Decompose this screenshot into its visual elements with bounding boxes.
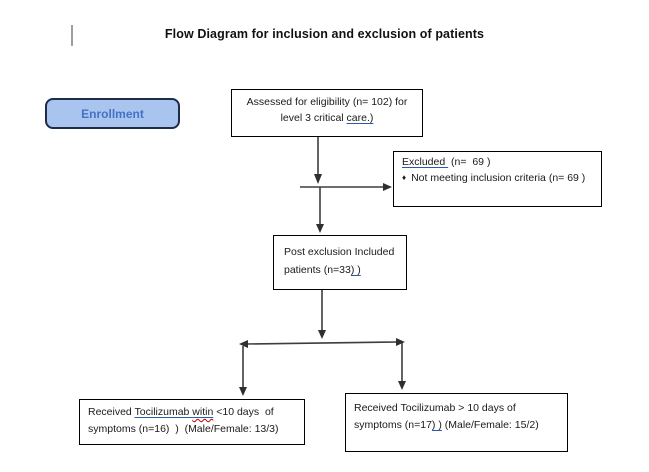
late-tocilizumab-box[interactable]: Received Tocilizumab > 10 days of sympto… bbox=[345, 393, 568, 452]
early-misspelled-word: witin bbox=[192, 406, 214, 418]
early-line2: symptoms (n=16) ) (Male/Female: 13/3) bbox=[88, 422, 279, 435]
early-line1-insertion: Tocilizumab witin bbox=[135, 406, 214, 418]
assessed-line2-plain: level 3 critical bbox=[280, 111, 347, 124]
late-line2: symptoms (n=17) ) (Male/Female: 15/2) bbox=[354, 417, 565, 434]
post-exclusion-line1: Post exclusion Included bbox=[284, 246, 395, 258]
excluded-heading-rest: (n= 69 ) bbox=[448, 156, 491, 168]
post-exclusion-line2-insertion: ) ) bbox=[350, 264, 361, 277]
excluded-reason-item: ♦ Not meeting inclusion criteria (n= 69 ) bbox=[402, 171, 597, 187]
late-line2-rest: (Male/Female: 15/2) bbox=[441, 418, 539, 431]
excluded-heading-insertion: Excluded bbox=[402, 156, 449, 168]
early-line1-rest: <10 days of bbox=[213, 406, 274, 418]
branch-split-line bbox=[239, 338, 405, 348]
early-drug-text: Tocilizumab bbox=[134, 406, 193, 418]
early-line1: Received Tocilizumab witin <10 days of bbox=[88, 404, 302, 421]
arrow-post-exclusion-down bbox=[318, 290, 326, 339]
diamond-bullet-icon: ♦ bbox=[402, 172, 407, 182]
assessed-line2: level 3 critical care.) bbox=[234, 111, 420, 127]
enrollment-stage-box[interactable]: Enrollment bbox=[45, 98, 180, 129]
page-title: Flow Diagram for inclusion and exclusion… bbox=[164, 27, 485, 41]
late-line2-pre: symptoms (n=17 bbox=[354, 418, 432, 431]
post-exclusion-box[interactable]: Post exclusion Included patients (n=33) … bbox=[273, 235, 407, 290]
late-line2-insertion: ) ) bbox=[431, 418, 442, 431]
excluded-box[interactable]: Excluded (n= 69 ) ♦ Not meeting inclusion… bbox=[393, 151, 602, 207]
text-cursor bbox=[71, 25, 73, 46]
arrow-to-late-group bbox=[398, 343, 406, 390]
arrow-to-early-group bbox=[239, 346, 247, 396]
early-line1-pre: Received bbox=[88, 406, 135, 418]
late-line1: Received Tocilizumab > 10 days of bbox=[354, 402, 516, 414]
enrollment-label: Enrollment bbox=[81, 106, 144, 121]
arrow-to-post-exclusion bbox=[316, 187, 324, 233]
excluded-heading: Excluded (n= 69 ) bbox=[402, 155, 597, 171]
assessed-line1: Assessed for eligibility (n= 102) for bbox=[246, 96, 408, 108]
assessed-eligibility-box[interactable]: Assessed for eligibility (n= 102) for le… bbox=[231, 89, 423, 137]
arrow-assessed-down bbox=[314, 137, 322, 184]
post-exclusion-line2-plain: patients (n=33 bbox=[284, 264, 351, 277]
arrow-to-excluded bbox=[300, 183, 392, 191]
post-exclusion-line2: patients (n=33) ) bbox=[284, 261, 404, 279]
excluded-reason-text: Not meeting inclusion criteria (n= 69 ) bbox=[411, 171, 586, 184]
assessed-line2-insertion: care.) bbox=[346, 111, 374, 124]
early-tocilizumab-box[interactable]: Received Tocilizumab witin <10 days of s… bbox=[79, 399, 305, 445]
